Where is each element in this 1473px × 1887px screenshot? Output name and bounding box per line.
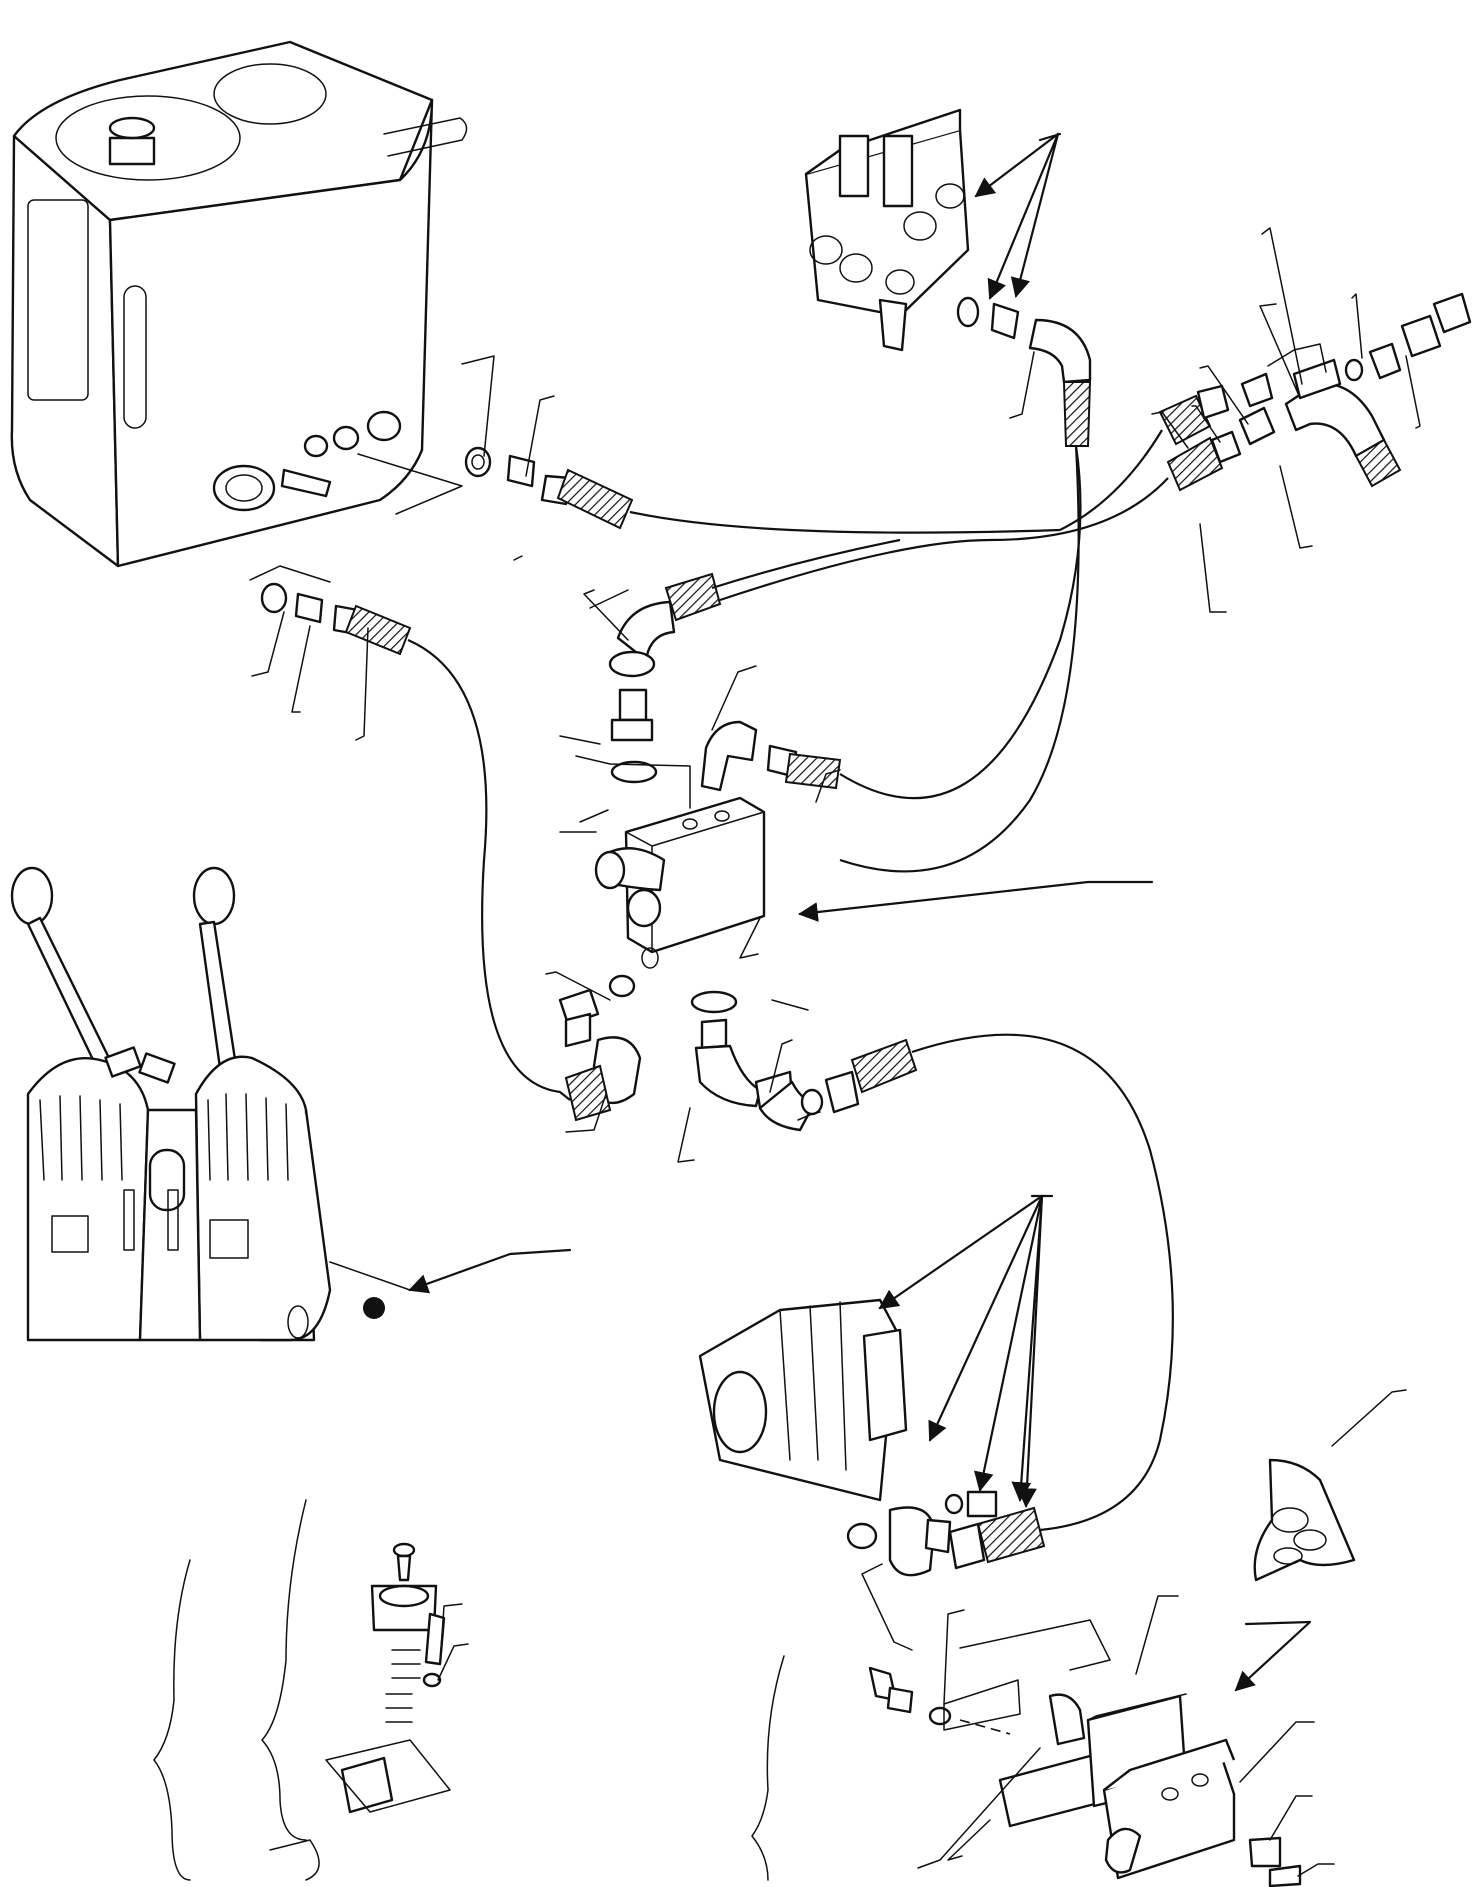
joystick-console bbox=[12, 868, 410, 1340]
hydraulic-pump bbox=[700, 1300, 1044, 1575]
manifold-lower-left-fittings bbox=[560, 990, 640, 1120]
hydraulic-tank bbox=[12, 42, 467, 566]
switch-detail bbox=[154, 1500, 450, 1880]
tank-suction-fittings bbox=[250, 566, 570, 1100]
manifold-lower-right-fittings bbox=[696, 1020, 1173, 1530]
pilot-manifold bbox=[576, 446, 1080, 1012]
leader-lines bbox=[252, 134, 1420, 1876]
control-valve bbox=[806, 110, 1090, 871]
valve-detail bbox=[752, 1460, 1354, 1886]
tank-return-fittings bbox=[466, 448, 1060, 533]
